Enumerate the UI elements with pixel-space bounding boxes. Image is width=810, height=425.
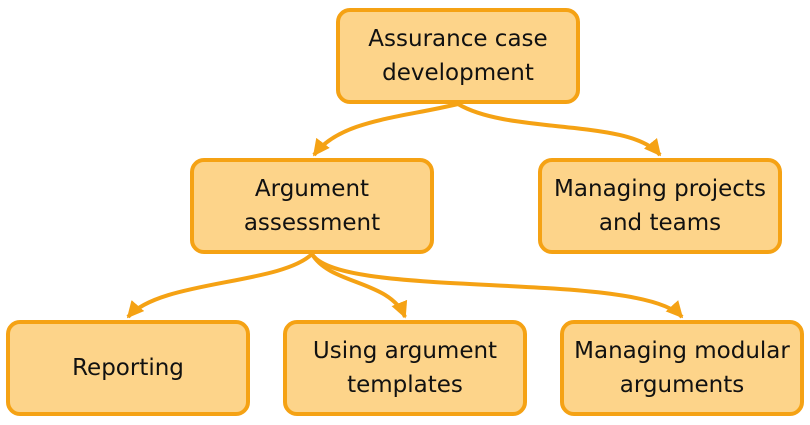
node-reporting: Reporting [6, 320, 250, 416]
edge-root-to-argument-assessment [312, 102, 459, 157]
node-label-line: Reporting [72, 355, 184, 381]
node-managing-projects-and-teams: Managing projects and teams [538, 158, 782, 254]
node-label-line: templates [347, 372, 463, 398]
edge-argument-assessment-to-managing-modular [310, 252, 684, 319]
node-label-line: Using argument [312, 338, 498, 364]
node-label-line: development [382, 60, 534, 86]
node-label-line: and teams [598, 210, 722, 236]
node-managing-modular-arguments: Managing modular arguments [560, 320, 804, 416]
node-text: Using argument templates [313, 334, 497, 402]
node-label-line: Argument [254, 176, 370, 202]
node-argument-assessment: Argument assessment [190, 158, 434, 254]
node-label-line: Assurance case [368, 26, 548, 52]
node-label-line: Managing projects [554, 176, 766, 202]
node-text: Reporting [72, 351, 184, 385]
node-using-argument-templates: Using argument templates [283, 320, 527, 416]
node-label-line: Managing modular [574, 338, 790, 364]
node-text: Argument assessment [244, 172, 380, 240]
node-text: Assurance case development [368, 22, 547, 90]
node-assurance-case-development: Assurance case development [336, 8, 580, 104]
node-label-line: arguments [619, 372, 745, 398]
node-text: Managing projects and teams [554, 172, 766, 240]
edge-root-to-managing-projects [456, 102, 662, 157]
edge-argument-assessment-to-reporting [126, 252, 314, 319]
node-label-line: assessment [243, 210, 381, 236]
node-text: Managing modular arguments [574, 334, 790, 402]
